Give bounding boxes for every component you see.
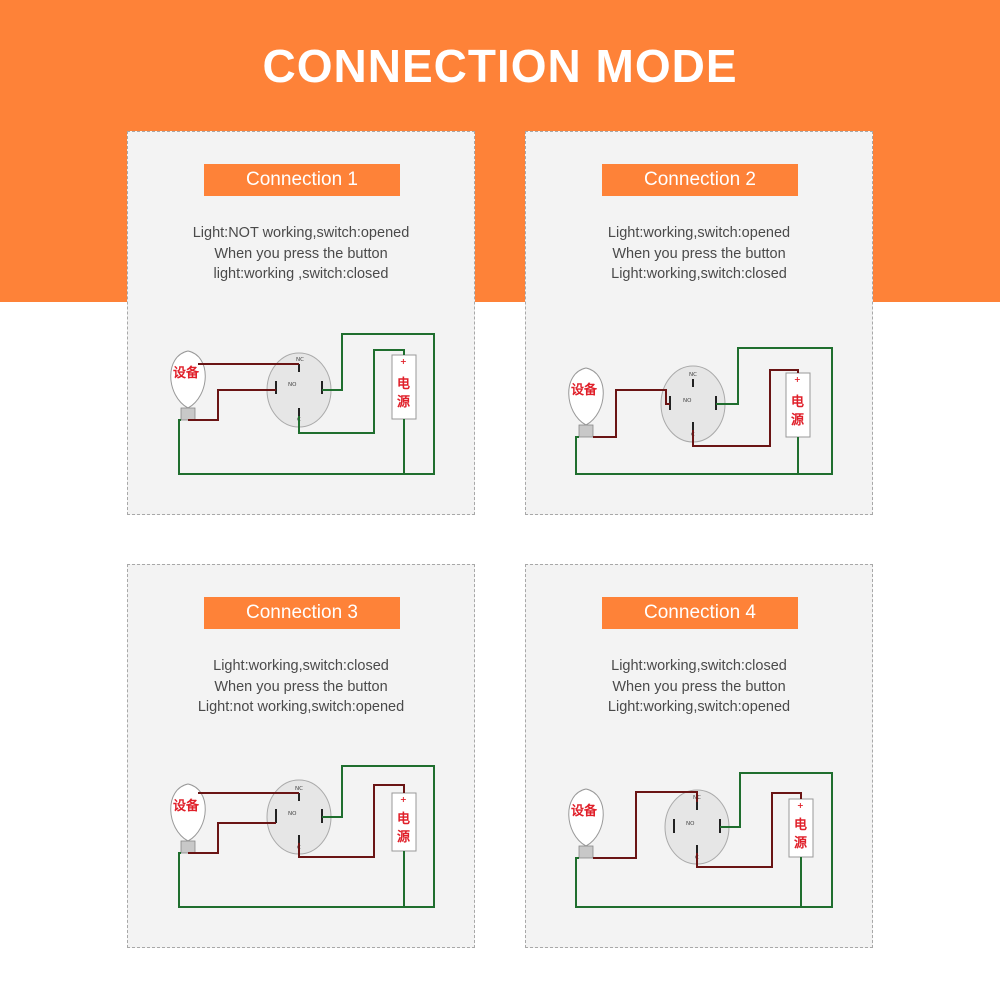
power-label-line2: 源: [791, 412, 804, 428]
pin-nc-label: NC: [689, 372, 697, 378]
power-label-line1: 电: [397, 811, 410, 827]
description-line: Light:working,switch:closed: [611, 266, 787, 282]
wiring-diagram: 设备 NC NO C + 电 源: [568, 347, 833, 475]
push-button-switch-icon: NC NO C: [266, 779, 332, 855]
power-plus-label: +: [794, 375, 801, 384]
description-line: light:working ,switch:closed: [213, 266, 389, 282]
card-description: Light:working,switch:closed When you pre…: [526, 656, 872, 718]
card-title: Connection 2: [602, 164, 798, 196]
device-label: 设备: [571, 803, 598, 819]
light-bulb-icon: 设备: [170, 783, 206, 854]
power-label-line1: 电: [791, 394, 804, 410]
device-label: 设备: [173, 798, 200, 814]
pin-no-label: NO: [288, 382, 297, 388]
pin-nc-label: NC: [296, 357, 304, 363]
pin-no-label: NO: [686, 821, 695, 827]
wires: [575, 347, 833, 475]
description-line: When you press the button: [612, 678, 786, 695]
connection-card-1: Connection 1 Light:NOT working,switch:op…: [127, 131, 475, 515]
connection-card-4: Connection 4 Light:working,switch:closed…: [525, 564, 873, 948]
wires: [575, 772, 833, 908]
description-line: When you press the button: [612, 245, 786, 262]
wires: [178, 765, 435, 908]
wiring-diagram: 设备 NC NO C + 电 源: [170, 333, 435, 475]
pin-no-label: NO: [288, 811, 297, 817]
power-plus-label: +: [400, 795, 407, 804]
power-label-line1: 电: [794, 817, 807, 833]
description-line: Light:not working,switch:opened: [197, 699, 405, 715]
description-line: Light:NOT working,switch:opened: [192, 225, 410, 241]
connection-card-2: Connection 2 Light:working,switch:opened…: [525, 131, 873, 515]
power-supply-icon: + 电 源: [788, 798, 814, 858]
wiring-diagram: 设备 NC NO C + 电 源: [568, 772, 833, 908]
description-line: Light:working,switch:closed: [611, 658, 787, 674]
power-label-line2: 源: [794, 835, 807, 851]
pin-nc-label: NC: [295, 786, 303, 792]
power-plus-label: +: [797, 801, 804, 810]
card-description: Light:working,switch:closed When you pre…: [128, 656, 474, 718]
description-line: When you press the button: [214, 245, 388, 262]
page-title: CONNECTION MODE: [262, 40, 738, 92]
card-description: Light:NOT working,switch:opened When you…: [128, 223, 474, 285]
device-label: 设备: [173, 365, 200, 381]
light-bulb-icon: 设备: [568, 788, 604, 859]
device-label: 设备: [571, 382, 598, 398]
power-supply-icon: + 电 源: [785, 372, 811, 438]
power-label-line2: 源: [397, 394, 410, 410]
power-label-line1: 电: [397, 376, 410, 392]
card-title: Connection 3: [204, 597, 400, 629]
push-button-switch-icon: NC NO C: [660, 365, 726, 443]
description-line: Light:working,switch:opened: [607, 699, 791, 715]
pin-no-label: NO: [683, 398, 692, 404]
light-bulb-icon: 设备: [170, 350, 206, 421]
description-line: Light:working,switch:opened: [607, 225, 791, 241]
power-supply-icon: + 电 源: [391, 792, 417, 852]
power-supply-icon: + 电 源: [391, 354, 417, 420]
power-label-line2: 源: [397, 829, 410, 845]
description-line: When you press the button: [214, 678, 388, 695]
connection-card-3: Connection 3 Light:working,switch:closed…: [127, 564, 475, 948]
wires: [178, 333, 435, 475]
card-description: Light:working,switch:opened When you pre…: [526, 223, 872, 285]
description-line: Light:working,switch:closed: [213, 658, 389, 674]
power-plus-label: +: [400, 357, 407, 366]
card-title: Connection 4: [602, 597, 798, 629]
wiring-diagram: 设备 NC NO C + 电 源: [170, 765, 435, 908]
light-bulb-icon: 设备: [568, 367, 604, 438]
card-title: Connection 1: [204, 164, 400, 196]
